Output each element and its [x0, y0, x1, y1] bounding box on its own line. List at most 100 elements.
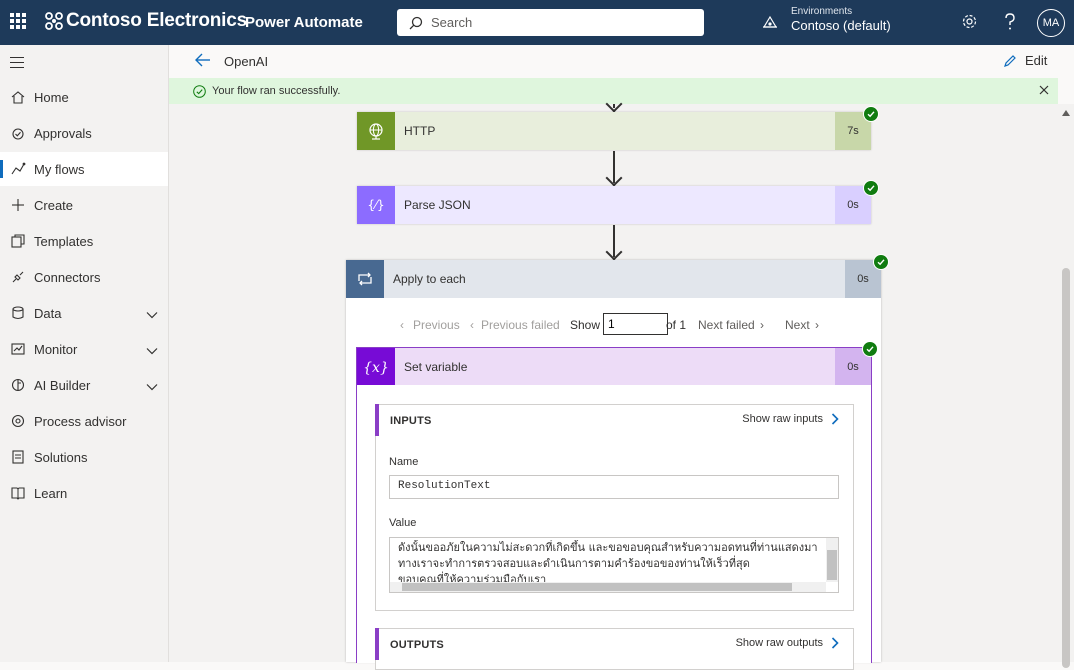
- value-label: Value: [389, 517, 417, 529]
- command-bar: [169, 45, 1074, 77]
- canvas-scrollbar[interactable]: [1058, 104, 1074, 668]
- search-placeholder: Search: [431, 15, 473, 30]
- sidebar-item-home[interactable]: Home: [0, 80, 168, 114]
- svg-text:{⁄}: {⁄}: [367, 198, 384, 212]
- hamburger-icon[interactable]: [10, 57, 24, 71]
- name-label: Name: [389, 456, 419, 468]
- sidebar-item-approvals[interactable]: Approvals: [0, 116, 168, 150]
- iteration-input[interactable]: [603, 313, 668, 335]
- chevron-right-icon: ›: [815, 318, 819, 332]
- sidebar-item-templates[interactable]: Templates: [0, 224, 168, 258]
- back-arrow-icon[interactable]: [195, 53, 211, 67]
- set-variable-step-card[interactable]: {x} Set variable 0s: [357, 348, 871, 385]
- sidebar-item-solutions[interactable]: Solutions: [0, 440, 168, 474]
- next-button[interactable]: Next: [785, 318, 810, 332]
- of-total-label: of 1: [666, 318, 687, 332]
- value-horizontal-scrollbar[interactable]: [390, 582, 826, 592]
- environment-name[interactable]: Contoso (default): [791, 18, 891, 33]
- show-raw-inputs-label: Show raw inputs: [742, 413, 823, 425]
- sidebar-item-my-flows[interactable]: My flows: [0, 152, 168, 186]
- home-icon: [10, 89, 26, 105]
- chevron-left-icon: ‹: [470, 318, 474, 332]
- settings-icon[interactable]: [961, 13, 978, 30]
- connectors-icon: [10, 269, 26, 285]
- sidebar-item-label: Home: [34, 89, 69, 105]
- search-input[interactable]: Search: [397, 9, 704, 36]
- sidebar-item-create[interactable]: Create: [0, 188, 168, 222]
- previous-button[interactable]: Previous: [413, 318, 460, 332]
- search-icon: [409, 16, 423, 29]
- value-line: ดังนั้นขออภัยในความไม่สะดวกที่เกิดขึ้น แ…: [398, 541, 818, 554]
- top-bar: Contoso Electronics Power Automate Searc…: [0, 0, 1074, 45]
- sidebar-item-process-advisor[interactable]: Process advisor: [0, 404, 168, 438]
- braces-icon: {⁄}: [357, 186, 395, 224]
- success-check-icon: [873, 254, 889, 270]
- brand-name: Contoso Electronics: [66, 10, 247, 31]
- flow-name: OpenAI: [224, 54, 269, 69]
- iteration-pager: ‹ Previous ‹ Previous failed Show of 1 N…: [346, 312, 881, 338]
- chevron-right-icon: [831, 637, 839, 649]
- avatar[interactable]: MA: [1037, 9, 1065, 37]
- environment-icon[interactable]: [762, 14, 778, 30]
- data-icon: [10, 305, 26, 321]
- svg-text:{x}: {x}: [363, 360, 389, 376]
- edit-button[interactable]: Edit: [1003, 53, 1047, 68]
- apply-to-each-step-card[interactable]: Apply to each 0s: [346, 260, 881, 298]
- show-raw-inputs-link[interactable]: Show raw inputs: [742, 413, 839, 425]
- sidebar-item-label: Approvals: [34, 125, 92, 141]
- ai-builder-icon: [10, 377, 26, 393]
- chevron-down-icon[interactable]: [146, 379, 158, 394]
- sidebar-item-monitor[interactable]: Monitor: [0, 332, 168, 366]
- value-line: ทางเราจะทำการตรวจสอบและดำเนินการตามคำร้อ…: [398, 557, 750, 570]
- sidebar-item-learn[interactable]: Learn: [0, 476, 168, 510]
- name-value-field[interactable]: ResolutionText: [389, 475, 839, 499]
- waffle-icon[interactable]: [10, 13, 26, 29]
- variable-icon: {x}: [357, 348, 395, 385]
- show-raw-outputs-link[interactable]: Show raw outputs: [736, 637, 839, 649]
- success-check-icon: [863, 106, 879, 122]
- sidebar-item-label: Data: [34, 305, 62, 321]
- chevron-down-icon[interactable]: [146, 307, 158, 322]
- learn-icon: [10, 485, 26, 501]
- success-banner: Your flow ran successfully.: [169, 78, 1058, 104]
- outputs-section: OUTPUTS Show raw outputs: [375, 628, 854, 670]
- loop-icon: [346, 260, 384, 298]
- chevron-down-icon[interactable]: [146, 343, 158, 358]
- monitor-icon: [10, 341, 26, 357]
- sidebar: [0, 45, 169, 662]
- pencil-icon: [1004, 54, 1016, 67]
- http-step-label: HTTP: [404, 124, 436, 138]
- contoso-logo-icon: [45, 12, 63, 30]
- process-advisor-icon: [10, 413, 26, 429]
- sidebar-item-label: Monitor: [34, 341, 78, 357]
- show-label: Show: [570, 318, 601, 332]
- chevron-right-icon: [831, 413, 839, 425]
- value-textarea[interactable]: ดังนั้นขออภัยในความไม่สะดวกที่เกิดขึ้น แ…: [389, 537, 839, 593]
- flows-icon: [10, 161, 26, 177]
- outputs-title: OUTPUTS: [390, 639, 444, 651]
- previous-failed-button[interactable]: Previous failed: [481, 318, 560, 332]
- close-icon[interactable]: [1038, 84, 1050, 96]
- next-failed-button[interactable]: Next failed: [698, 318, 755, 332]
- success-check-icon: [193, 84, 206, 98]
- success-check-icon: [863, 180, 879, 196]
- value-vertical-scrollbar[interactable]: [826, 538, 838, 582]
- app-name[interactable]: Power Automate: [245, 14, 363, 31]
- brand-logo[interactable]: Contoso Electronics: [44, 10, 247, 32]
- plus-icon: [10, 197, 26, 213]
- globe-icon: [357, 112, 395, 150]
- inputs-title: INPUTS: [390, 415, 432, 427]
- http-step-card[interactable]: HTTP 7s: [357, 112, 871, 150]
- sidebar-item-label: Learn: [34, 485, 68, 501]
- sidebar-item-label: My flows: [34, 161, 85, 177]
- sidebar-item-connectors[interactable]: Connectors: [0, 260, 168, 294]
- inputs-section: INPUTS Show raw inputs: [375, 404, 854, 611]
- sidebar-item-data[interactable]: Data: [0, 296, 168, 330]
- sidebar-item-ai-builder[interactable]: AI Builder: [0, 368, 168, 402]
- parse-json-step-card[interactable]: {⁄} Parse JSON 0s: [357, 186, 871, 224]
- help-icon[interactable]: [1003, 13, 1017, 31]
- sidebar-item-label: AI Builder: [34, 377, 91, 393]
- sidebar-item-label: Solutions: [34, 449, 88, 465]
- approvals-icon: [10, 125, 26, 141]
- sidebar-item-label: Create: [34, 197, 74, 213]
